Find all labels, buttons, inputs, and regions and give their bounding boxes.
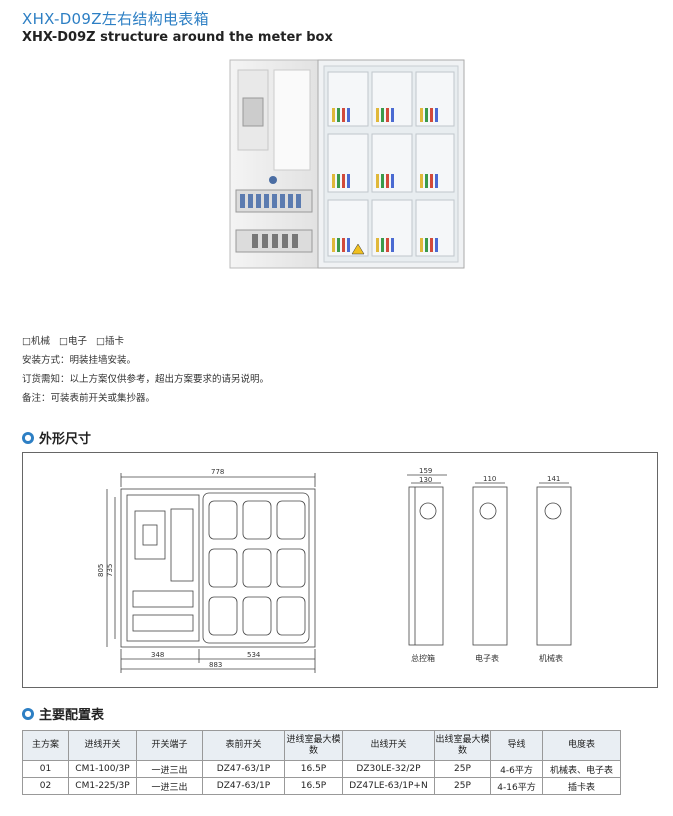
section-config: ● 主要配置表 [22, 704, 104, 723]
table-cell: 一进三出 [136, 760, 203, 778]
table-cell: DZ30LE-32/2P [342, 760, 435, 778]
dimension-drawing: 778 805 735 348 534 883 159 130 110 141 … [22, 452, 658, 688]
col-header: 电度表 [542, 730, 621, 761]
table-cell: 16.5P [284, 760, 343, 778]
page-subtitle: XHX-D09Z structure around the meter box [22, 30, 333, 45]
col-header: 进线开关 [68, 730, 137, 761]
table-cell: 插卡表 [542, 777, 621, 795]
dim-height-outer: 805 [97, 564, 105, 577]
col-header: 出线开关 [342, 730, 435, 761]
table-cell: DZ47-63/1P [202, 777, 285, 795]
page-title: XHX-D09Z左右结构电表箱 [22, 10, 209, 28]
col-header: 表前开关 [202, 730, 285, 761]
table-cell: 01 [22, 760, 69, 778]
dim-bottom-total: 883 [209, 661, 222, 669]
col-header: 开关端子 [136, 730, 203, 761]
dim-height-inner: 735 [106, 564, 114, 577]
table-cell: 机械表、电子表 [542, 760, 621, 778]
col-header: 进线室最大模数 [284, 730, 343, 761]
option-mechanical: □机械 [22, 336, 50, 347]
table-cell: DZ47LE-63/1P+N [342, 777, 435, 795]
table-cell: 4-16平方 [490, 777, 543, 795]
dim-bottom-left: 348 [151, 651, 164, 659]
option-card: □插卡 [96, 336, 125, 347]
table-cell: CM1-225/3P [68, 777, 137, 795]
option-electronic: □电子 [59, 336, 87, 347]
dim-side3-top: 141 [547, 475, 560, 483]
table-cell: 一进三出 [136, 777, 203, 795]
col-header: 导线 [490, 730, 543, 761]
table-cell: DZ47-63/1P [202, 760, 285, 778]
label-side1: 总控箱 [411, 653, 435, 663]
table-cell: 16.5P [284, 777, 343, 795]
section-dimensions: ● 外形尺寸 [22, 428, 91, 447]
dim-bottom-right: 534 [247, 651, 261, 659]
table-row: 01 CM1-100/3P 一进三出 DZ47-63/1P 16.5P DZ30… [22, 760, 621, 778]
section-config-title: 主要配置表 [39, 708, 105, 723]
dim-side2-top: 110 [483, 475, 496, 483]
table-cell: 25P [434, 760, 491, 778]
order-notice: 订货需知：以上方案仅供参考，超出方案要求的请另说明。 [22, 374, 270, 385]
dim-width-top: 778 [211, 468, 224, 476]
config-table: 主方案 进线开关 开关端子 表前开关 进线室最大模数 出线开关 出线室最大模数 … [22, 730, 621, 795]
dim-side1-top: 159 [419, 467, 432, 475]
table-header-row: 主方案 进线开关 开关端子 表前开关 进线室最大模数 出线开关 出线室最大模数 … [22, 730, 621, 761]
col-header: 出线室最大模数 [434, 730, 491, 761]
install-method: 安装方式：明装挂墙安装。 [22, 355, 137, 366]
section-bullet-icon: ● [22, 707, 34, 720]
table-cell: 25P [434, 777, 491, 795]
table-cell: CM1-100/3P [68, 760, 137, 778]
meter-type-options: □机械 □电子 □插卡 [22, 333, 124, 347]
label-side3: 机械表 [539, 653, 563, 663]
dim-side1-inner: 130 [419, 476, 432, 484]
product-photo [228, 58, 468, 270]
table-row: 02 CM1-225/3P 一进三出 DZ47-63/1P 16.5P DZ47… [22, 777, 621, 795]
label-side2: 电子表 [475, 653, 499, 663]
col-header: 主方案 [22, 730, 69, 761]
section-bullet-icon: ● [22, 431, 34, 444]
table-cell: 4-6平方 [490, 760, 543, 778]
section-dimensions-title: 外形尺寸 [39, 432, 92, 447]
remark: 备注：可装表前开关或集抄器。 [22, 393, 156, 404]
table-cell: 02 [22, 777, 69, 795]
